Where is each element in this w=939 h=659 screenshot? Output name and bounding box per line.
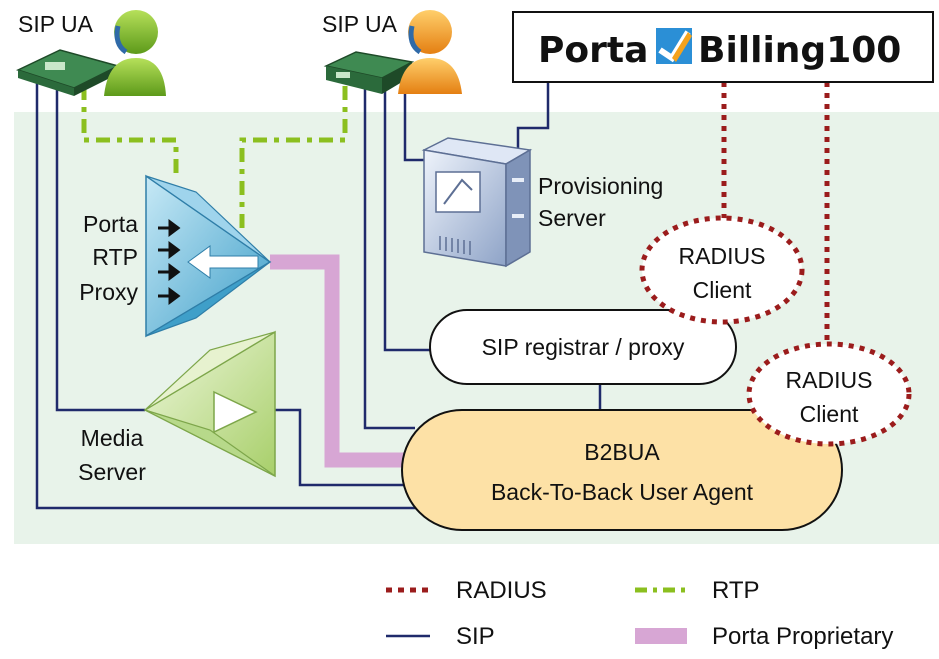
sip-ua-left-label: SIP UA: [18, 11, 94, 37]
proprietary-link: [270, 254, 405, 468]
radius-client-1-label-1: RADIUS: [679, 243, 766, 269]
phone-icon: [323, 51, 415, 94]
legend: RADIUS RTP SIP Porta Proprietary: [386, 577, 893, 650]
phone-icon: [15, 49, 121, 96]
rtp-proxy-shape: [145, 174, 272, 338]
rtp-proxy-label-3: Proxy: [79, 279, 138, 305]
legend-radius-label: RADIUS: [456, 577, 547, 604]
sip-registrar-node: SIP registrar / proxy: [429, 309, 737, 385]
radius-client-1-label-2: Client: [693, 277, 752, 303]
radius-client-1: RADIUS Client: [639, 215, 805, 325]
legend-proprietary-label: Porta Proprietary: [712, 623, 893, 650]
billing-box: Porta Billing100: [512, 11, 934, 83]
radius-client-2-label-2: Client: [800, 401, 859, 427]
provisioning-label-2: Server: [538, 205, 606, 231]
b2bua-node: B2BUA Back-To-Back User Agent: [401, 409, 843, 531]
sip-links: [35, 80, 602, 510]
sip-registrar-label: SIP registrar / proxy: [482, 334, 685, 360]
rtp-proxy-label-1: Porta: [83, 211, 138, 237]
person-icon: [398, 10, 462, 94]
billing-word-2: Billing100: [698, 30, 901, 71]
arrow-icon: [187, 245, 259, 279]
rtp-links: [81, 86, 348, 234]
radius-client-2: RADIUS Client: [746, 341, 912, 447]
person-icon: [104, 10, 166, 96]
media-server-label-1: Media: [81, 425, 144, 451]
legend-rtp-label: RTP: [712, 577, 760, 604]
b2bua-label-1: B2BUA: [584, 439, 660, 465]
radius-client-2-label-1: RADIUS: [786, 367, 873, 393]
media-server-label-2: Server: [78, 459, 146, 485]
logo-mark-icon: [656, 28, 692, 64]
rtp-proxy-label-2: RTP: [92, 244, 138, 270]
billing-word-1: Porta: [538, 30, 648, 71]
legend-proprietary-swatch: [635, 628, 687, 644]
b2bua-label-2: Back-To-Back User Agent: [491, 479, 754, 505]
provisioning-label-1: Provisioning: [538, 173, 663, 199]
legend-sip-label: SIP: [456, 623, 495, 650]
media-server-shape: [143, 330, 276, 478]
server-icon: [421, 137, 533, 268]
sip-ua-right-label: SIP UA: [322, 11, 398, 37]
play-icon: [213, 390, 258, 434]
radius-links: [721, 82, 830, 345]
